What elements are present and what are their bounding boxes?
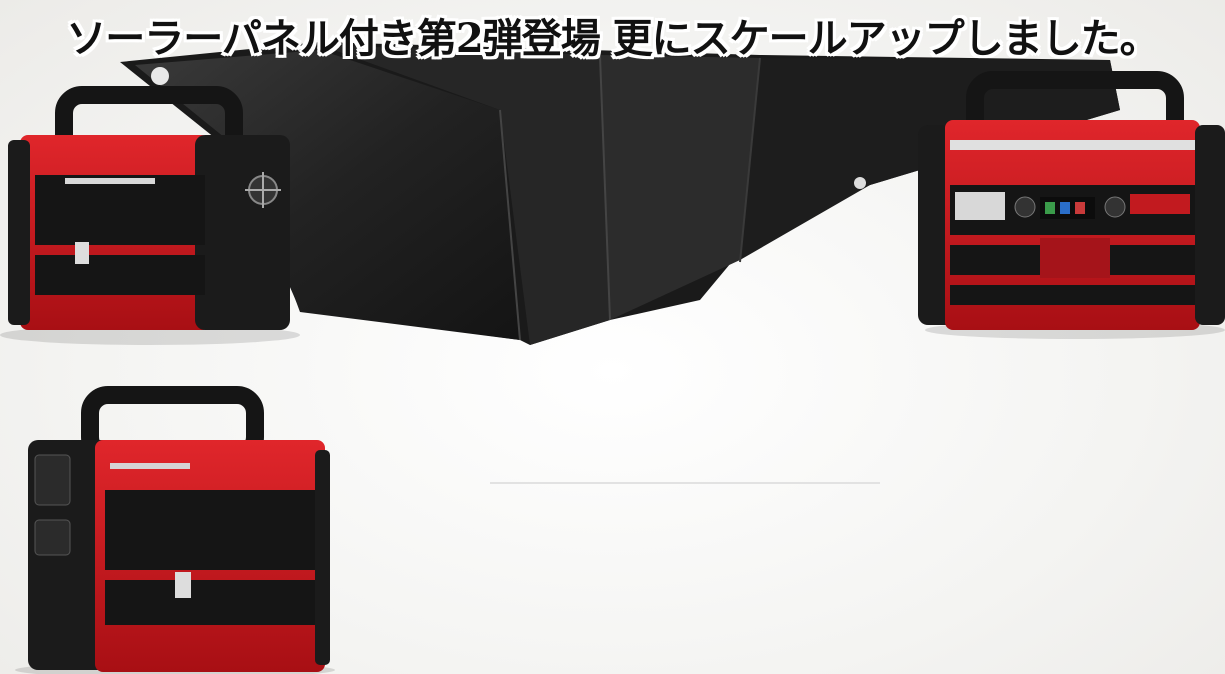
power-station-right — [918, 71, 1225, 339]
headline: ソーラーパネル付き第2弾登場 更にスケールアップしました。 — [66, 15, 1159, 62]
power-station-left — [0, 86, 300, 345]
power-station-bottom — [15, 386, 335, 674]
